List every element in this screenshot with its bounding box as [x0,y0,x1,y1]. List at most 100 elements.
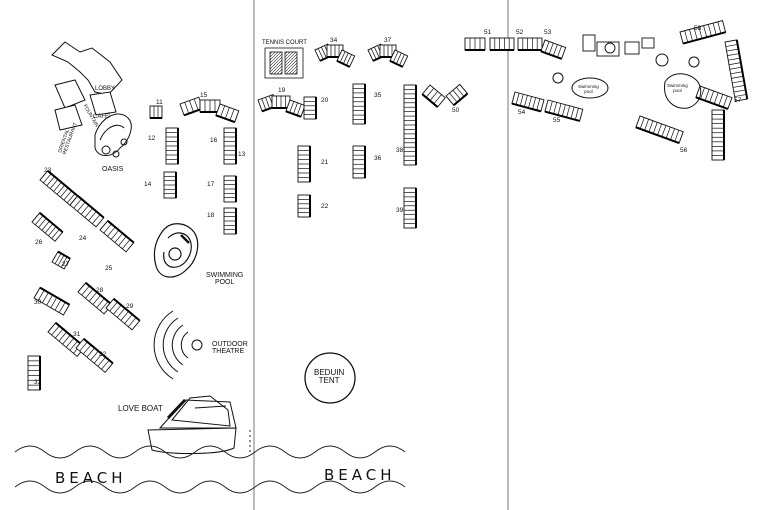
villa-block [421,84,446,108]
villa-block [105,298,141,331]
villa-block [540,39,567,60]
villa-block [352,83,366,125]
love-boat [147,395,237,454]
villa-block [51,250,71,270]
block-number-14: 14 [144,181,152,188]
block-number-16: 16 [210,137,218,144]
villa-block [403,84,417,166]
villa-block [297,145,311,183]
villa-block [77,282,113,315]
villa-block [163,171,177,199]
villa-block [517,37,543,51]
block-number-52: 52 [516,29,524,36]
block-number-27: 27 [62,261,70,268]
villa-block [403,187,417,229]
villa-block [165,127,179,165]
villa-block [297,194,311,218]
villa-block [724,39,749,102]
block-number-17: 17 [207,181,215,188]
beach-waves [14,430,406,494]
block-number-32: 32 [99,351,107,358]
block-number-55: 55 [553,117,561,124]
villa-block [635,115,684,144]
outdoor-theatre-label: OUTDOOR THEATRE [212,341,248,355]
right-complex [582,34,655,57]
villa-block [223,127,237,165]
right-pools [552,53,702,109]
villa-block [489,37,515,51]
block-number-19: 19 [278,87,286,94]
beach-label-1: BEACH [55,469,127,487]
block-number-15: 15 [200,92,208,99]
swimming-pool-label: SWIMMING POOL [206,272,244,286]
villa-block [711,109,725,161]
villa-block [99,220,135,253]
villa-block [31,212,64,242]
villa-block [379,44,397,58]
lobby-label: LOBBY [95,86,116,92]
villa-block [389,49,409,68]
tennis-court-label: TENNIS COURT [262,40,307,46]
block-number-39: 39 [396,207,404,214]
block-number-56: 56 [680,147,688,154]
villa-block [75,338,114,374]
villa-block [39,170,79,207]
villa-block [33,286,71,316]
beduin-tent [304,352,356,404]
villa-block [199,99,221,113]
lobby-building [51,41,123,131]
block-number-11: 11 [156,99,163,106]
villa-block [69,195,105,228]
cafe-label: CAFE' [93,114,111,120]
swimming-pool [153,223,199,278]
villa-block [464,37,486,51]
villa-block [223,207,237,235]
villa-block [47,322,86,358]
block-number-18: 18 [207,212,215,219]
villa-block [511,91,545,113]
block-number-36: 36 [374,155,382,162]
tennis-court [264,47,304,79]
villa-block [336,49,356,68]
villa-block [285,99,306,118]
block-number-38: 38 [396,147,404,154]
block-number-57: 57 [734,97,742,104]
block-number-51: 51 [484,29,492,36]
beduin-tent-label: BEDUIN TENT [314,368,345,385]
villa-block [679,20,727,45]
beach-label-2: BEACH [324,466,396,484]
block-number-30: 30 [34,299,42,306]
villa-block [445,83,469,106]
villa-block [544,99,584,122]
block-number-31: 31 [73,331,81,338]
block-number-23: 23 [44,167,52,174]
block-number-21: 21 [321,159,329,166]
block-number-28: 28 [96,287,104,294]
block-number-13: 13 [238,151,246,158]
block-number-37: 37 [384,37,392,44]
block-number-29: 29 [126,303,134,310]
villa-block [179,96,204,117]
swimming-pool-small-1-label: Swimming pool [578,84,599,94]
block-number-35: 35 [374,92,382,99]
block-number-26: 26 [35,239,43,246]
block-number-50: 50 [452,107,460,114]
oasis [94,113,132,158]
block-number-24: 24 [79,235,87,242]
block-number-53: 53 [544,29,552,36]
villa-block [27,355,41,391]
block-number-34: 34 [330,37,338,44]
block-number-58: 58 [694,25,702,32]
villa-block [215,103,240,124]
block-number-22: 22 [321,203,329,210]
block-number-25: 25 [105,265,113,272]
villa-block [149,105,163,119]
villa-block [303,96,317,120]
love-boat-label: LOVE BOAT [118,404,163,413]
block-number-54: 54 [518,109,526,116]
swimming-pool-small-2-label: Swimming pool [667,83,688,93]
block-number-12: 12 [148,135,156,142]
oasis-label: OASIS [102,166,124,173]
